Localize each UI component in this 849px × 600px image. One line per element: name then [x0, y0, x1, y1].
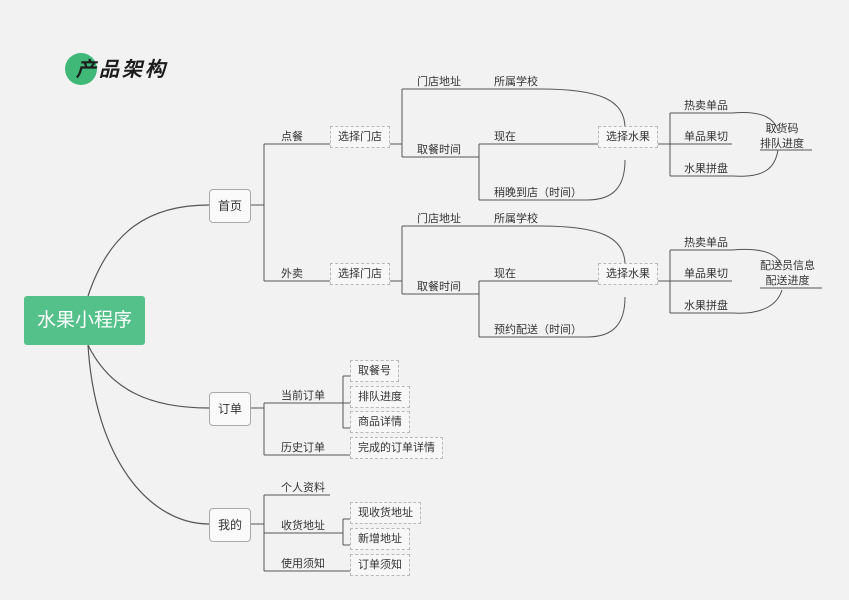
product-item[interactable]: 热卖单品 — [684, 99, 728, 112]
page-title: 产品架构 — [76, 57, 168, 81]
branch-history-order[interactable]: 历史订单 — [281, 441, 325, 454]
address-item[interactable]: 现收货地址 — [350, 502, 421, 524]
topic-home[interactable]: 首页 — [209, 189, 251, 223]
node-store-address[interactable]: 门店地址 — [417, 212, 461, 225]
logo-icon — [65, 53, 97, 85]
branch-address[interactable]: 收货地址 — [281, 519, 325, 532]
order-detail-item[interactable]: 排队进度 — [350, 386, 410, 408]
node-pickup-result: 取货码 排队进度 — [760, 122, 804, 150]
node-pickup-time[interactable]: 取餐时间 — [417, 143, 461, 156]
node-choose-fruit[interactable]: 选择水果 — [598, 263, 658, 285]
topic-mine[interactable]: 我的 — [209, 508, 251, 542]
node-choose-fruit[interactable]: 选择水果 — [598, 126, 658, 148]
order-detail-item[interactable]: 商品详情 — [350, 411, 410, 433]
branch-notice[interactable]: 使用须知 — [281, 557, 325, 570]
node-pickup-time[interactable]: 取餐时间 — [417, 280, 461, 293]
node-now[interactable]: 现在 — [494, 267, 516, 280]
product-item[interactable]: 单品果切 — [684, 130, 728, 143]
branch-dine-in[interactable]: 点餐 — [281, 130, 303, 143]
node-later[interactable]: 预约配送（时间） — [494, 323, 582, 336]
order-detail-item[interactable]: 取餐号 — [350, 360, 399, 382]
root-node[interactable]: 水果小程序 — [24, 296, 145, 345]
order-history-item[interactable]: 完成的订单详情 — [350, 437, 443, 459]
node-school[interactable]: 所属学校 — [494, 212, 538, 225]
topic-orders[interactable]: 订单 — [209, 392, 251, 426]
node-school[interactable]: 所属学校 — [494, 75, 538, 88]
product-item[interactable]: 水果拼盘 — [684, 299, 728, 312]
node-choose-store[interactable]: 选择门店 — [330, 126, 390, 148]
address-item[interactable]: 新增地址 — [350, 528, 410, 550]
branch-current-order[interactable]: 当前订单 — [281, 389, 325, 402]
product-item[interactable]: 单品果切 — [684, 267, 728, 280]
node-delivery-result: 配送员信息 配送进度 — [760, 259, 815, 287]
branch-delivery[interactable]: 外卖 — [281, 267, 303, 280]
product-item[interactable]: 水果拼盘 — [684, 162, 728, 175]
node-store-address[interactable]: 门店地址 — [417, 75, 461, 88]
node-now[interactable]: 现在 — [494, 130, 516, 143]
product-item[interactable]: 热卖单品 — [684, 236, 728, 249]
branch-profile[interactable]: 个人资料 — [281, 481, 325, 494]
notice-item[interactable]: 订单须知 — [350, 554, 410, 576]
node-later[interactable]: 稍晚到店（时间） — [494, 186, 582, 199]
node-choose-store[interactable]: 选择门店 — [330, 263, 390, 285]
